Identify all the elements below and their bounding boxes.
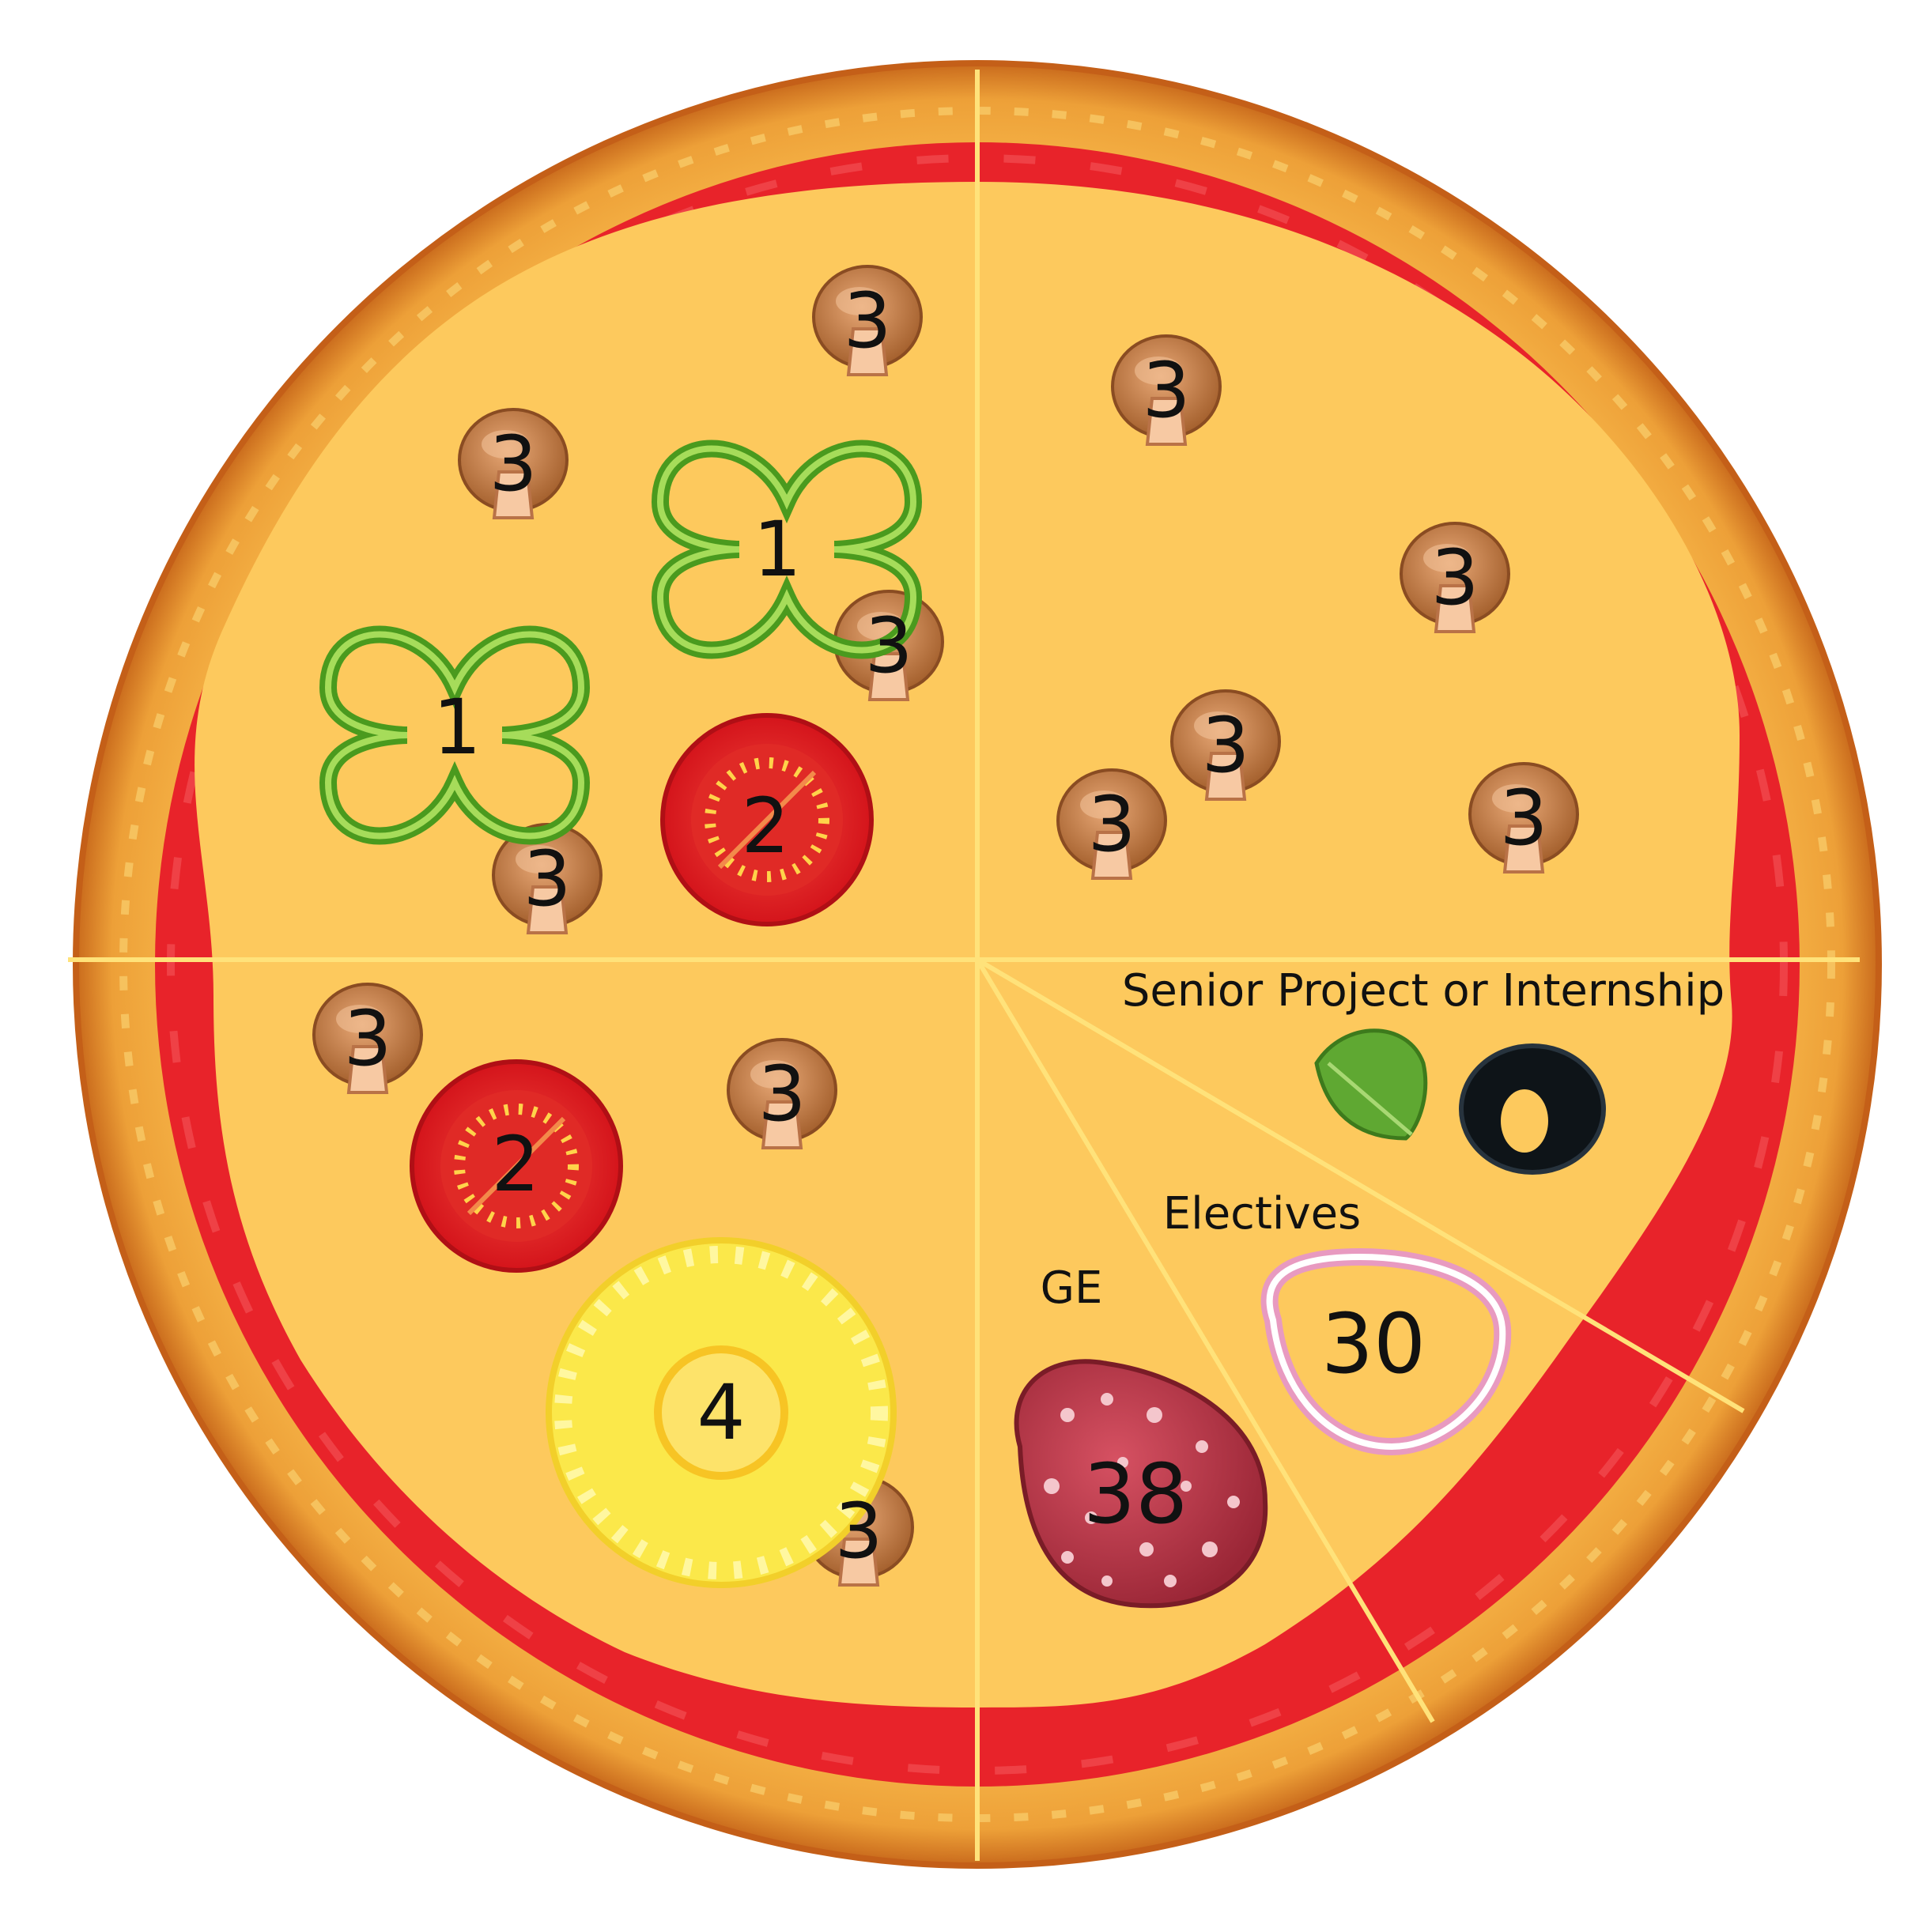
mushroom-credit-label: 3 [1499,774,1548,862]
pineapple-topping [546,1237,897,1588]
mushroom-credit-label: 3 [1142,346,1191,435]
electives-label: Electives [1162,1188,1362,1240]
pineapple-credit-label: 4 [697,1368,746,1457]
slice-lines [68,70,1860,1861]
mushroom-credit-label: 3 [864,602,913,690]
mushroom-credit-label: 3 [1430,534,1479,622]
salami-topping [1014,1359,1268,1609]
mushroom-credit-label: 3 [757,1050,807,1138]
basil-leaf [1314,1028,1428,1141]
ge-credits-value: 38 [1082,1446,1188,1542]
olive-topping [1459,1043,1606,1175]
senior-project-label: Senior Project or Internship [1121,965,1725,1017]
mushroom-credit-label: 3 [489,420,538,508]
mushroom-credit-label: 3 [1087,780,1136,869]
tomato-credit-label: 2 [741,782,790,870]
onion-ring [1260,1247,1512,1456]
mushroom-credit-label: 3 [343,994,392,1083]
mushroom-credit-label: 3 [834,1487,883,1575]
ge-label: GE [1040,1262,1103,1314]
pepper-credit-label: 1 [753,505,802,594]
electives-credits-value: 30 [1320,1296,1426,1392]
mushroom-credit-label: 3 [1201,701,1250,790]
tomato-credit-label: 2 [491,1120,540,1209]
mushroom-credit-label: 3 [843,277,892,365]
pepper-credit-label: 1 [433,683,482,772]
mushroom-credit-label: 3 [523,835,572,923]
